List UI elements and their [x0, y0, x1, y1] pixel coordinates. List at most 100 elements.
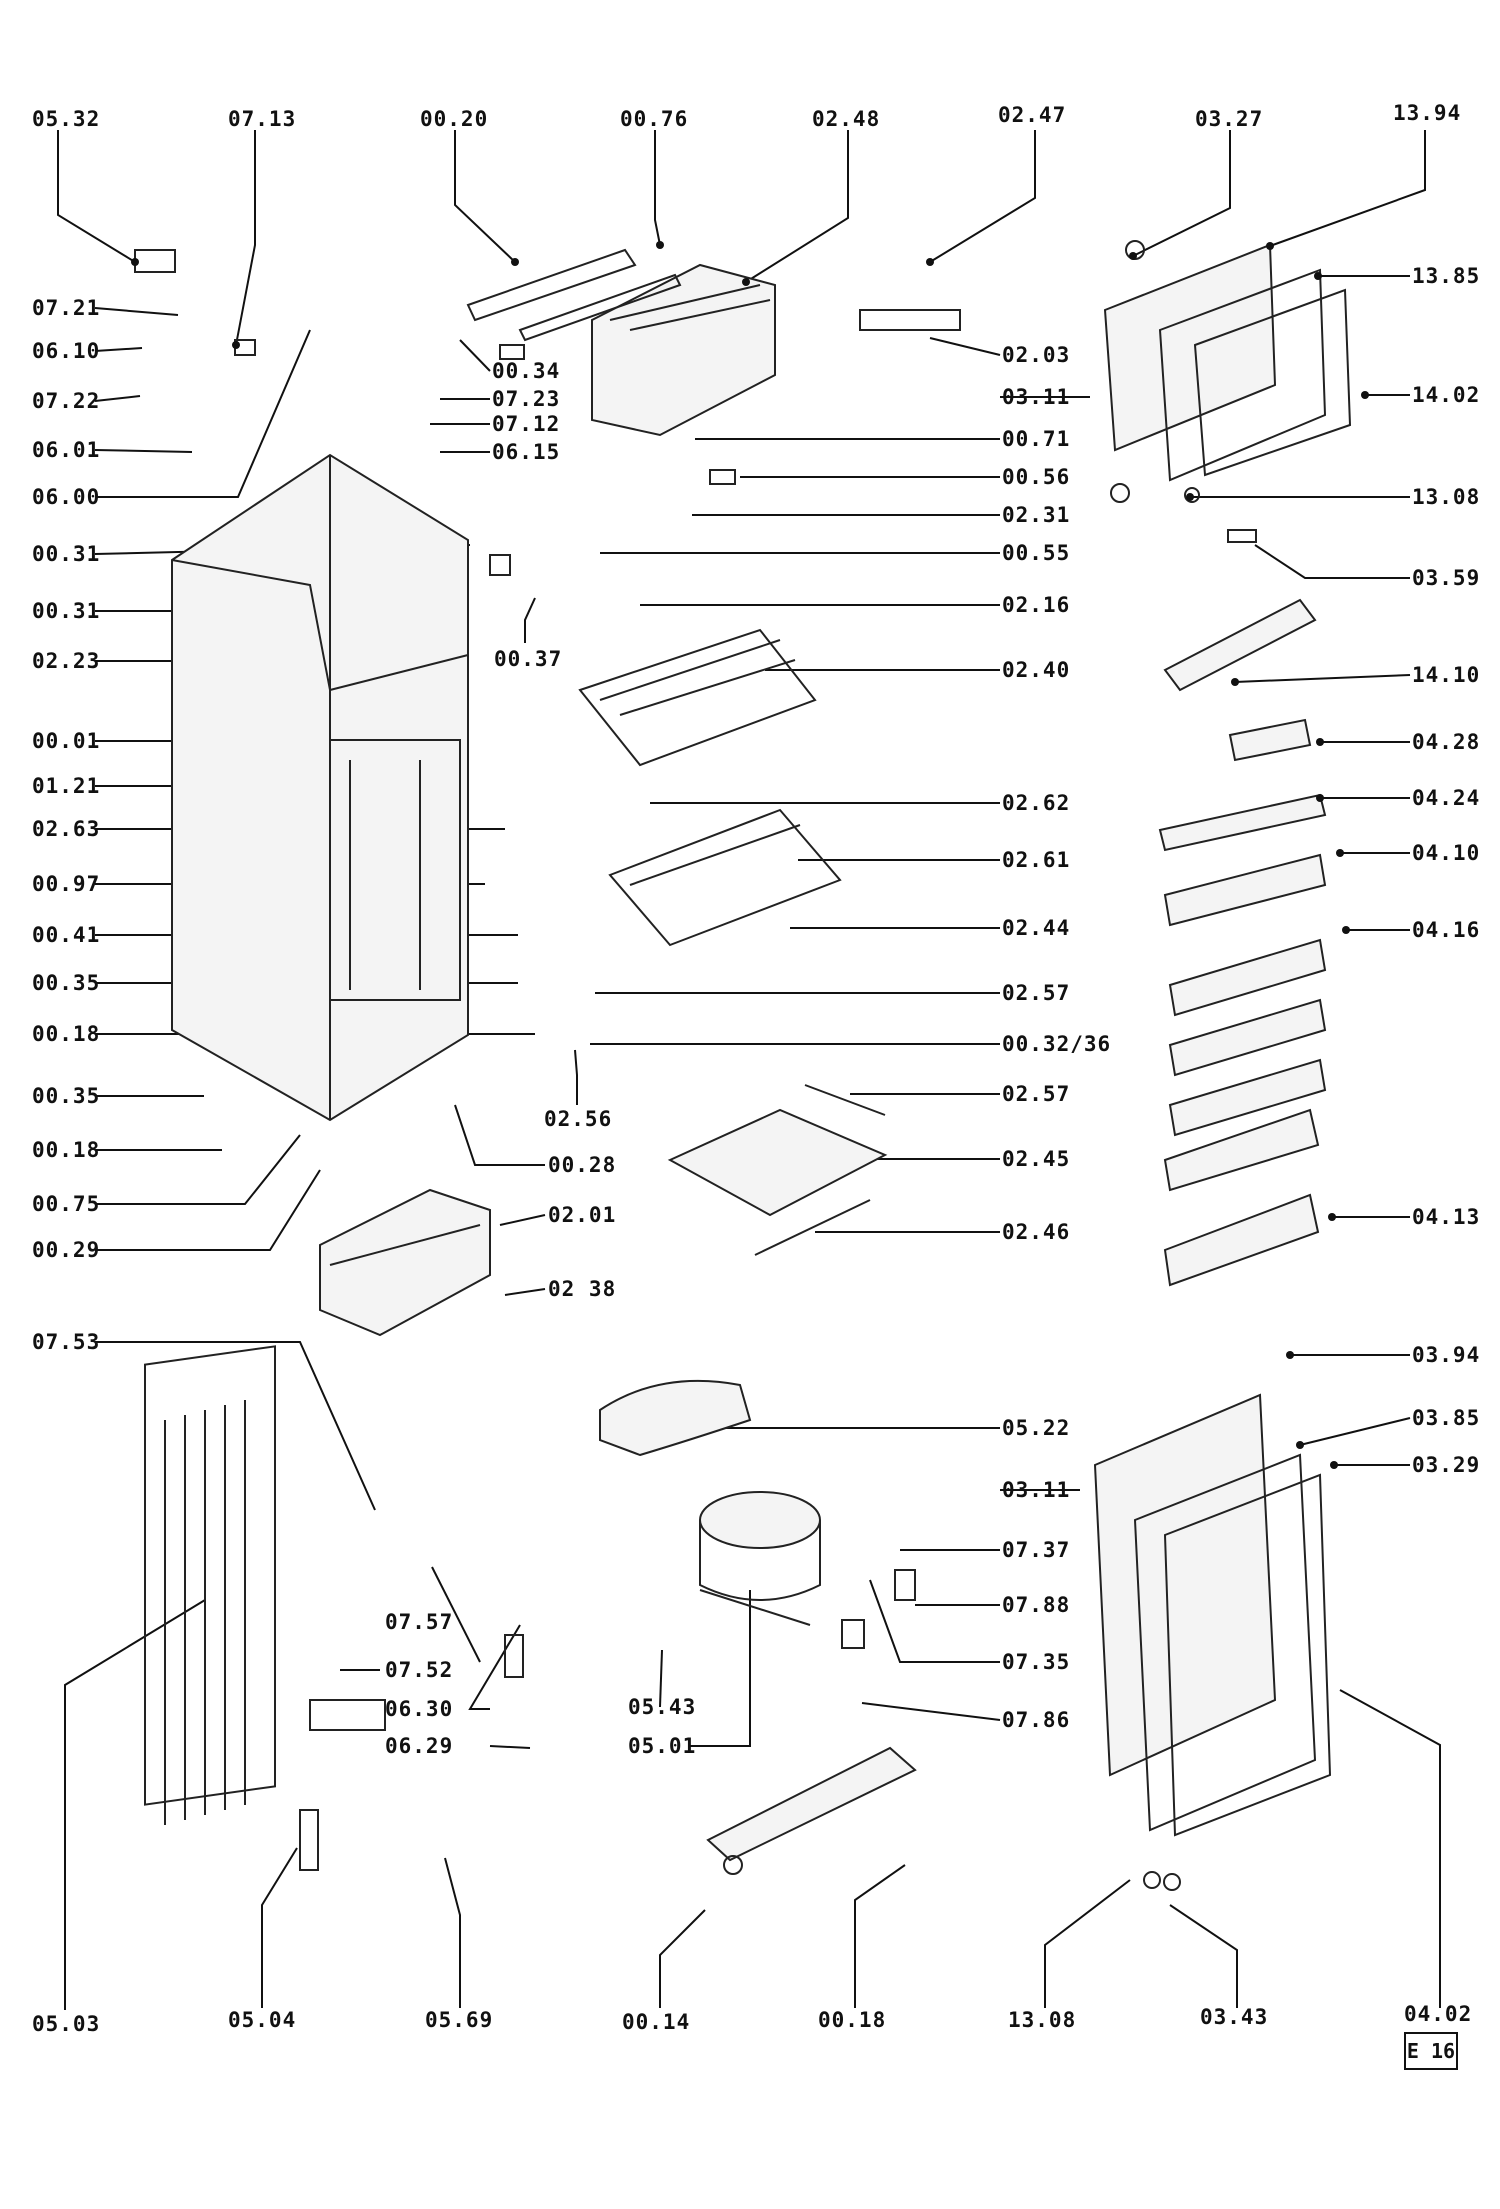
- page-code-badge: E 16: [1404, 2032, 1458, 2070]
- part-label: 03.29: [1412, 1453, 1481, 1477]
- part-label: 02.16: [1002, 593, 1071, 617]
- part-label: 05.32: [32, 107, 101, 131]
- part-label: 06.00: [32, 485, 101, 509]
- part-label: 05.03: [32, 2012, 101, 2036]
- part-label: 04.16: [1412, 918, 1481, 942]
- part-label: 00.18: [32, 1138, 101, 1162]
- part-label: 00.18: [32, 1022, 101, 1046]
- freezer-liner: [591, 263, 776, 437]
- part-label: 02.46: [1002, 1220, 1071, 1244]
- part-label: 00.97: [32, 872, 101, 896]
- part-label: 00.76: [620, 107, 689, 131]
- part-label: 02.47: [998, 103, 1067, 127]
- part-label: 02.48: [812, 107, 881, 131]
- door-bins: [1158, 598, 1327, 1287]
- glass-shelf: [667, 1084, 888, 1256]
- condenser-coil: [144, 1345, 276, 1825]
- compressor: [699, 1491, 821, 1626]
- part-label: 13.94: [1393, 101, 1462, 125]
- part-label: 02.01: [548, 1203, 617, 1227]
- fridge-door: [1093, 1393, 1332, 1837]
- part-label: 07.23: [492, 387, 561, 411]
- cabinet-body: [171, 453, 469, 1122]
- part-label: 00.35: [32, 1084, 101, 1108]
- part-label: 05.22: [1002, 1416, 1071, 1440]
- part-label: 05.01: [628, 1734, 697, 1758]
- part-label: 06.10: [32, 339, 101, 363]
- part-label: 02.61: [1002, 848, 1071, 872]
- part-label: 00.28: [548, 1153, 617, 1177]
- part-label: 03.27: [1195, 107, 1264, 131]
- wire-shelf-lower: [608, 808, 842, 947]
- part-label: 07.86: [1002, 1708, 1071, 1732]
- part-label: 07.37: [1002, 1538, 1071, 1562]
- part-label: 14.02: [1412, 383, 1481, 407]
- part-label: 00.56: [1002, 465, 1071, 489]
- part-label: 00.71: [1002, 427, 1071, 451]
- part-label: 02.63: [32, 817, 101, 841]
- part-label: 00.31: [32, 599, 101, 623]
- part-label: 02.44: [1002, 916, 1071, 940]
- part-label: 06.01: [32, 438, 101, 462]
- part-label: 03.59: [1412, 566, 1481, 590]
- part-label: 07.21: [32, 296, 101, 320]
- top-rails: [466, 248, 682, 342]
- part-label: 07.35: [1002, 1650, 1071, 1674]
- part-label: 13.85: [1412, 264, 1481, 288]
- part-label: 02.31: [1002, 503, 1071, 527]
- part-label: 02.57: [1002, 1082, 1071, 1106]
- wire-shelf-upper: [578, 628, 817, 767]
- crisper-drawer: [319, 1188, 491, 1337]
- part-label: 04.10: [1412, 841, 1481, 865]
- part-label: 03.11: [1002, 1478, 1071, 1502]
- part-label: 03.94: [1412, 1343, 1481, 1367]
- part-label: 13.08: [1412, 485, 1481, 509]
- part-label: 00.01: [32, 729, 101, 753]
- part-label: 04.13: [1412, 1205, 1481, 1229]
- part-label: 00.18: [818, 2008, 887, 2032]
- part-label: 00.29: [32, 1238, 101, 1262]
- part-label: 05.04: [228, 2008, 297, 2032]
- part-label: 03.11: [1002, 385, 1071, 409]
- part-label: 07.22: [32, 389, 101, 413]
- part-label: 00.75: [32, 1192, 101, 1216]
- part-label: 02 38: [548, 1277, 617, 1301]
- part-label: 07.53: [32, 1330, 101, 1354]
- part-label: 02.23: [32, 649, 101, 673]
- part-label: 05.43: [628, 1695, 697, 1719]
- part-label: 06.30: [385, 1697, 454, 1721]
- part-label: 07.52: [385, 1658, 454, 1682]
- part-label: 02.40: [1002, 658, 1071, 682]
- part-label: 07.88: [1002, 1593, 1071, 1617]
- part-label: 14.10: [1412, 663, 1481, 687]
- part-label: 01.21: [32, 774, 101, 798]
- part-label: 06.29: [385, 1734, 454, 1758]
- base-plate: [706, 1746, 917, 1862]
- part-label: 02.45: [1002, 1147, 1071, 1171]
- part-label: 02.03: [1002, 343, 1071, 367]
- part-label: 00.41: [32, 923, 101, 947]
- part-label: 13.08: [1008, 2008, 1077, 2032]
- part-label: 07.57: [385, 1610, 454, 1634]
- part-label: 02.57: [1002, 981, 1071, 1005]
- small-parts: [134, 240, 1257, 1891]
- part-label: 00.37: [494, 647, 563, 671]
- part-label: 07.13: [228, 107, 297, 131]
- part-label: 00.34: [492, 359, 561, 383]
- compressor-cover: [599, 1379, 752, 1457]
- part-label: 00.32/36: [1002, 1032, 1112, 1056]
- part-label: 04.24: [1412, 786, 1481, 810]
- part-label: 05.69: [425, 2008, 494, 2032]
- part-label: 00.55: [1002, 541, 1071, 565]
- part-label: 00.35: [32, 971, 101, 995]
- part-label: 00.14: [622, 2010, 691, 2034]
- part-label: 04.28: [1412, 730, 1481, 754]
- freezer-door: [1103, 243, 1352, 482]
- part-label: 07.12: [492, 412, 561, 436]
- part-label: 06.15: [492, 440, 561, 464]
- part-label: 03.43: [1200, 2005, 1269, 2029]
- part-label: 03.85: [1412, 1406, 1481, 1430]
- part-label: 04.02: [1404, 2002, 1473, 2026]
